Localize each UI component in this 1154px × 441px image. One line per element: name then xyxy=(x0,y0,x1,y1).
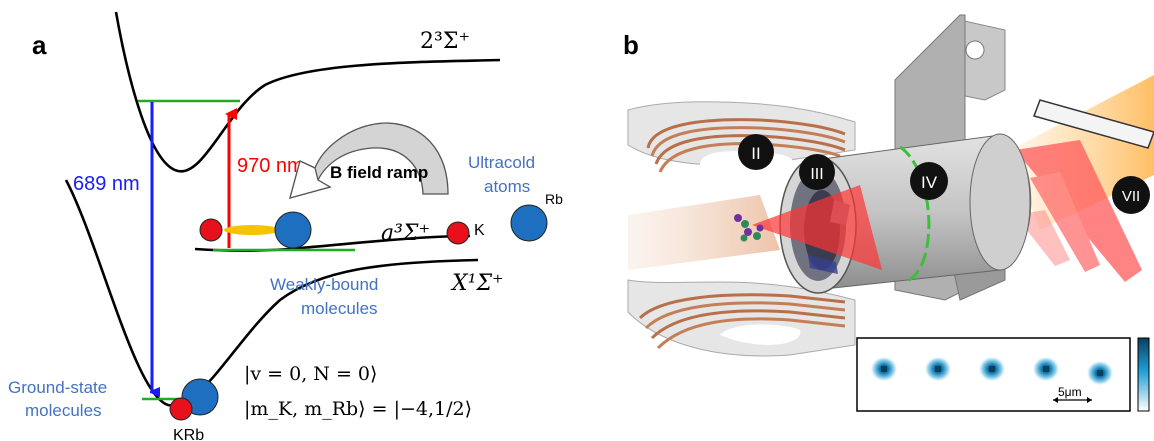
tweezer-image-inset: 5μm xyxy=(856,337,1150,412)
badge-iv: IV xyxy=(910,162,948,200)
red-beam-cone xyxy=(752,185,882,270)
wavelength-689-label: 689 nm xyxy=(73,173,140,195)
ground-potential-curve xyxy=(64,179,479,407)
ground-state-label: X¹Σ⁺ xyxy=(450,271,504,296)
krb-label: KRb xyxy=(173,427,204,441)
badge-iii: III xyxy=(799,154,835,190)
ground-state-molecule xyxy=(169,378,219,421)
upper-state-label: 2³Σ⁺ xyxy=(420,29,470,54)
badge-ii-label: II xyxy=(751,144,760,163)
b-field-label: B field ramp xyxy=(330,163,428,182)
tweezer-spot-core xyxy=(881,366,887,372)
ket-hyperfine: |m_K, m_Rb⟩ = |−4,1/2⟩ xyxy=(244,398,472,420)
badge-vii: VII xyxy=(1112,176,1150,214)
k-atom-label: K xyxy=(474,222,485,239)
atom-beam-tube xyxy=(628,195,780,270)
k-atom xyxy=(446,221,470,245)
bottom-plate-coil xyxy=(627,279,856,357)
badge-vii-label: VII xyxy=(1122,188,1140,205)
ultracold-label-line1: Ultracold xyxy=(468,153,535,172)
ground-state-label-line2: molecules xyxy=(25,401,102,420)
panel-b: b xyxy=(623,14,1154,412)
badge-iii-label: III xyxy=(810,166,823,183)
weakly-bound-label-line1: Weakly-bound xyxy=(270,275,378,294)
badge-iv-label: IV xyxy=(921,173,938,192)
panel-a-label: a xyxy=(32,30,47,60)
b-field-arrow-head xyxy=(289,160,332,199)
weakly-bound-molecule xyxy=(199,211,312,249)
rb-atom-label: Rb xyxy=(545,191,563,207)
ket-vibrational-rotational: |v = 0, N = 0⟩ xyxy=(244,363,377,385)
panel-b-label: b xyxy=(623,30,639,60)
upper-potential-curve xyxy=(114,11,501,173)
triplet-state-label: a³Σ⁺ xyxy=(381,221,430,246)
wavelength-970-label: 970 nm xyxy=(237,155,304,177)
beam-window-plate xyxy=(1033,99,1154,149)
weakly-bound-label-line2: molecules xyxy=(301,299,378,318)
colorbar xyxy=(1137,337,1150,412)
molecule-dots xyxy=(734,214,764,242)
tweezer-spot-core xyxy=(935,366,941,372)
rb-atom xyxy=(510,204,548,242)
tweezer-spot-core xyxy=(1097,370,1103,376)
tweezer-spot-core xyxy=(989,366,995,372)
top-plate-coil xyxy=(627,101,856,179)
ultracold-label-line2: atoms xyxy=(484,177,530,196)
badge-ii: II xyxy=(738,134,774,170)
ground-state-label-line1: Ground-state xyxy=(8,378,107,397)
tweezer-spot-core xyxy=(1043,366,1049,372)
scale-bar-label: 5μm xyxy=(1058,385,1082,399)
panel-a: a 689 nm 970 nm 2³Σ⁺ a³Σ⁺ X¹Σ⁺ B field r… xyxy=(8,11,563,441)
